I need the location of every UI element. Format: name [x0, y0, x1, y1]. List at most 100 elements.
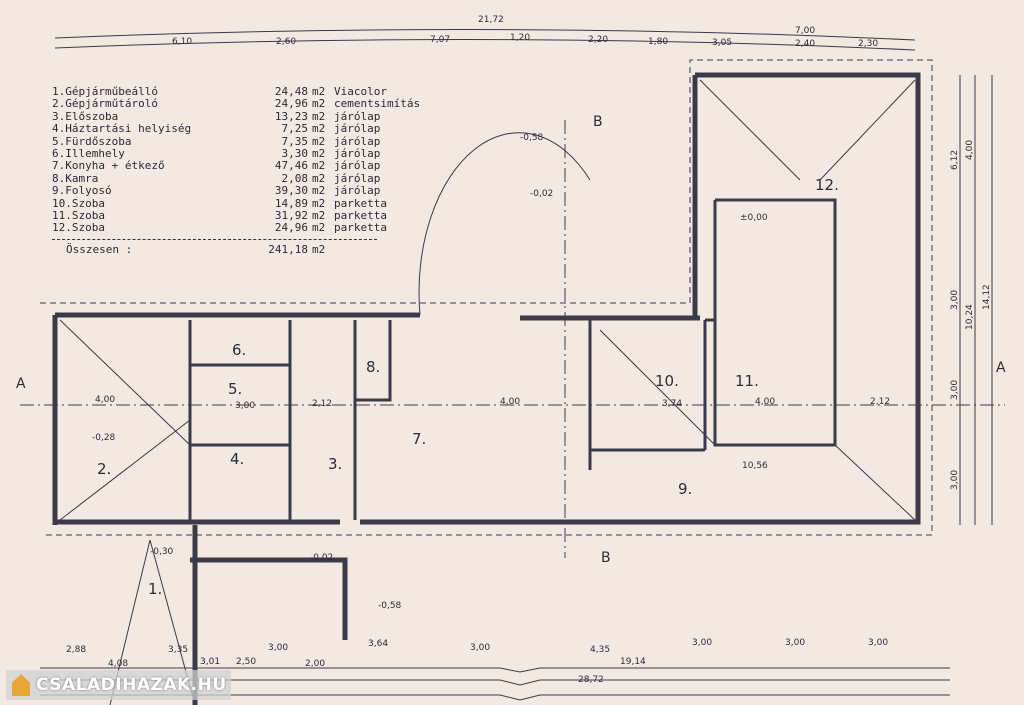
room-name: 7.Konyha + étkező [52, 159, 165, 173]
room-floor: járólap [334, 159, 381, 173]
room-unit: m2 [312, 122, 326, 136]
room-label-10: 10. [655, 372, 679, 390]
watermark: CSALADIHAZAK.HU [6, 670, 231, 700]
section-a-left: A [16, 376, 26, 392]
room-unit: m2 [312, 184, 326, 198]
room-name: 8.Kamra [52, 171, 99, 185]
room-area: 14,89 [274, 196, 308, 210]
room-area: 7,25 [281, 122, 309, 136]
dim-top: 6,10 [172, 37, 192, 47]
room-area: 13,23 [274, 109, 308, 123]
dim-bottom: 4,08 [108, 659, 128, 669]
house-logo-icon [12, 674, 30, 696]
dim-interior: 3,00 [235, 401, 255, 411]
room-floor: parketta [334, 221, 387, 235]
dim-bottom: 3,00 [785, 638, 805, 648]
room-label-5: 5. [228, 380, 242, 398]
room-label-9: 9. [678, 480, 692, 498]
dim-top: 2,40 [795, 39, 815, 49]
room-schedule-row: 2.Gépjárműtároló 24,96 m2 cementsimítás [52, 97, 424, 111]
section-b-top: B [593, 114, 603, 130]
level-mark: -0,02 [310, 553, 333, 563]
room-area: 24,96 [274, 221, 308, 235]
total-area: 241,18 [268, 242, 308, 256]
dim-bottom: 3,00 [868, 638, 888, 648]
dim-bottom: 4,35 [590, 645, 610, 655]
room-area: 3,30 [281, 147, 309, 161]
room-schedule-row: 12.Szoba 24,96 m2 parketta [52, 221, 424, 235]
dim-interior: 4,00 [500, 397, 520, 407]
dim-bottom-total: 28,72 [578, 675, 604, 685]
room-area: 24,48 [274, 85, 308, 98]
level-mark: -0,28 [92, 433, 116, 443]
room-name: 9.Folyosó [52, 184, 112, 198]
total-unit: m2 [312, 242, 326, 256]
total-label: Összesen : [66, 242, 133, 256]
room-area: 39,30 [274, 184, 308, 198]
level-mark: -0,30 [150, 547, 174, 557]
room-name: 12.Szoba [52, 221, 105, 235]
room-area: 24,96 [274, 97, 308, 111]
room-floor: cementsimítás [334, 97, 421, 111]
room-unit: m2 [312, 221, 326, 235]
dim-bottom: 19,14 [620, 657, 646, 667]
room-floor: parketta [334, 196, 387, 210]
room-floor: parketta [334, 209, 387, 223]
dim-right: 3,00 [950, 290, 960, 310]
level-mark: ±0,00 [740, 213, 768, 223]
room-label-11: 11. [735, 372, 759, 390]
room-unit: m2 [312, 209, 326, 223]
room-unit: m2 [312, 171, 326, 185]
dim-interior: 3,74 [662, 399, 682, 409]
room-area: 47,46 [274, 159, 308, 173]
dim-interior: 4,00 [95, 395, 115, 405]
dim-interior: 2,12 [870, 397, 890, 407]
room-label-8: 8. [366, 358, 380, 376]
room-label-2: 2. [97, 460, 111, 478]
dim-interior: 4,00 [755, 397, 775, 407]
room-label-7: 7. [412, 430, 426, 448]
dim-top: 2,20 [588, 35, 608, 45]
dim-top: 1,80 [648, 37, 668, 47]
room-name: 2.Gépjárműtároló [52, 97, 158, 111]
top-dimension-line [54, 28, 916, 41]
room-floor: járólap [334, 134, 381, 148]
room-floor: járólap [334, 122, 381, 136]
dim-top: 1,20 [510, 33, 530, 43]
room-schedule-row: 9.Folyosó 39,30 m2 járólap [52, 184, 424, 198]
room-unit: m2 [312, 97, 326, 111]
dim-right: 3,00 [950, 380, 960, 400]
room-unit: m2 [312, 147, 326, 161]
room-schedule-row: 7.Konyha + étkező 47,46 m2 járólap [52, 159, 424, 173]
dim-bottom: 3,00 [692, 638, 712, 648]
room-unit: m2 [312, 85, 326, 98]
dim-top-wing: 7,00 [795, 26, 815, 36]
dim-top: 7,07 [430, 35, 450, 45]
dim-bottom: 2,50 [236, 657, 256, 667]
room-floor: Viacolor [334, 85, 387, 98]
dim-bottom: 3,00 [268, 643, 288, 653]
total-row: Összesen : 241,18 m2 [52, 242, 424, 256]
room-floor: járólap [334, 184, 381, 198]
room-area: 31,92 [274, 209, 308, 223]
room-name: 10.Szoba [52, 196, 105, 210]
dim-right: 10,24 [965, 304, 975, 330]
room-label-4: 4. [230, 450, 244, 468]
level-mark: -0,02 [530, 189, 553, 199]
dim-top-total: 21,72 [478, 15, 504, 25]
room-label-1: 1. [148, 580, 162, 598]
room-floor: járólap [334, 147, 381, 161]
room-name: 4.Háztartási helyiség [52, 122, 192, 136]
dim-right: 6,12 [950, 150, 960, 170]
room-name: 5.Fürdőszoba [52, 134, 132, 148]
room-floor: járólap [334, 109, 381, 123]
dim-top: 2,60 [276, 37, 296, 47]
room-unit: m2 [312, 159, 326, 173]
